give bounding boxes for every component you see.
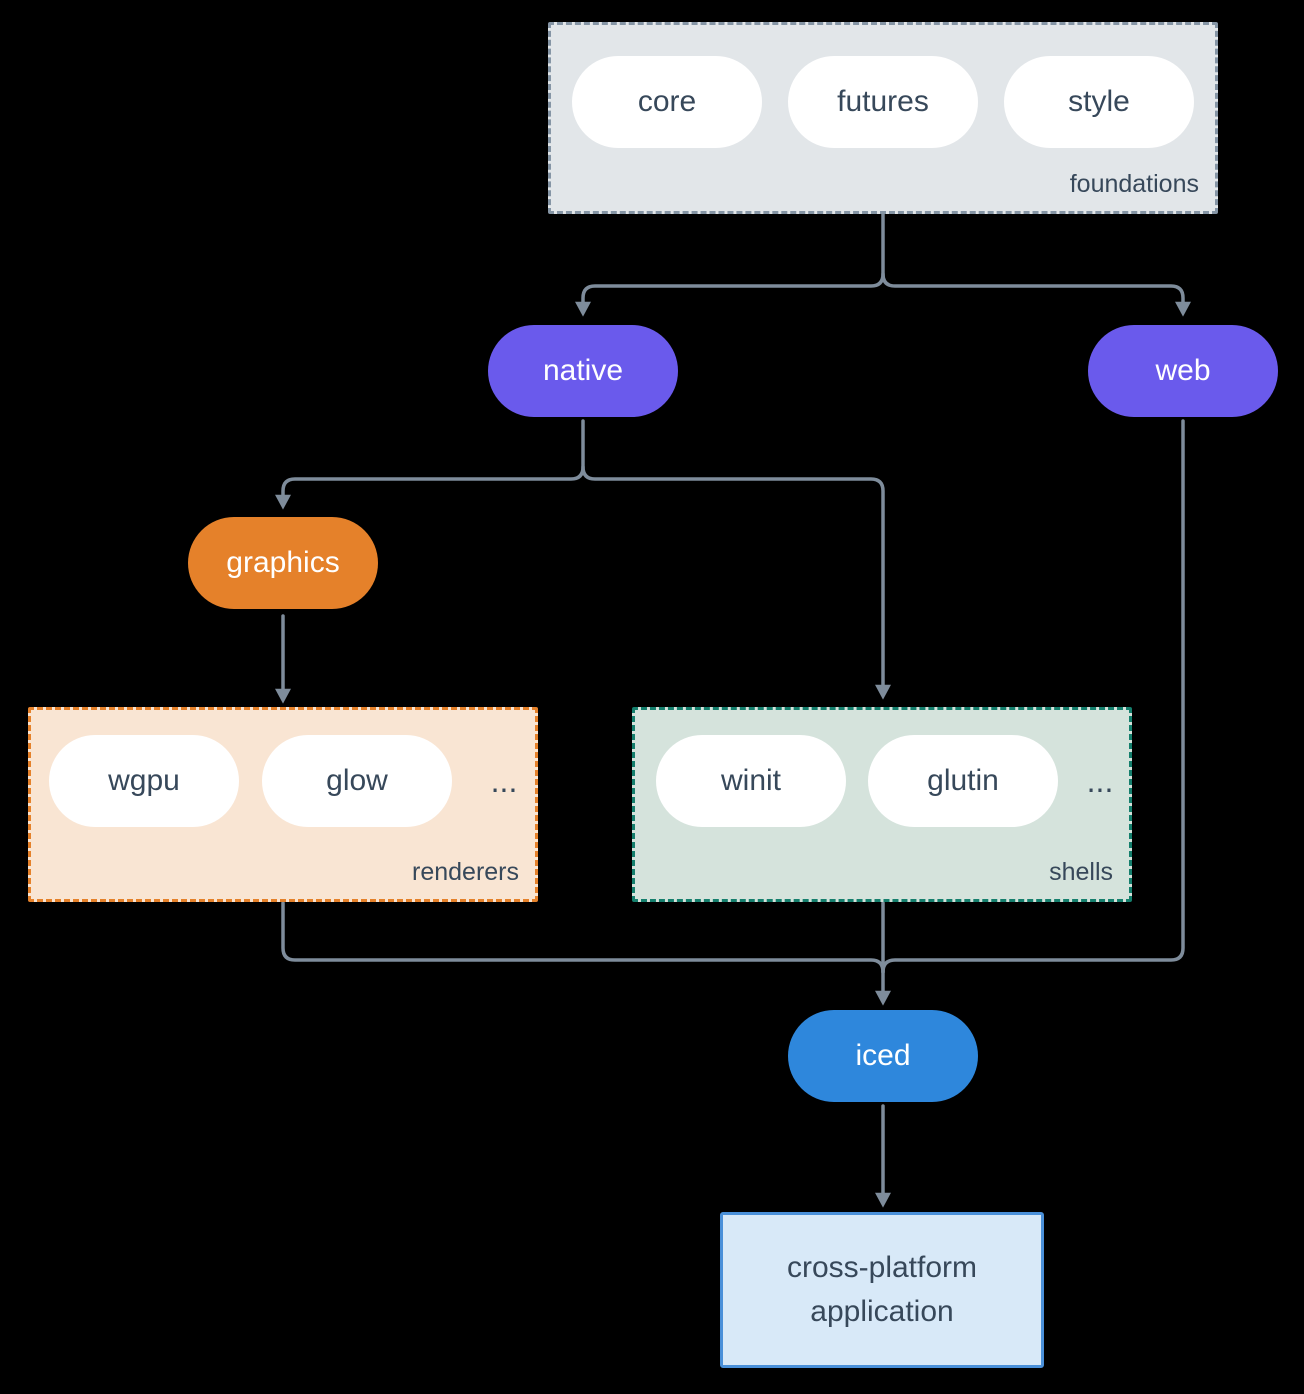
edge-native-graphics [275,419,585,510]
pill-style-label: style [1068,85,1130,118]
application-label-line1: cross-platform [786,1251,978,1284]
renderers-ellipsis: ... [490,762,518,799]
pill-futures-label: futures [837,85,929,118]
pill-futures: futures [788,56,978,148]
pill-style: style [1004,56,1194,148]
edge-foundations-native [575,212,885,317]
application-box: cross-platform application [720,1212,1044,1368]
foundations-group: core futures style foundations [548,22,1218,214]
pill-web-label: web [1155,354,1211,387]
pill-wgpu-label: wgpu [108,764,180,797]
shells-group-label: shells [1049,858,1113,886]
renderers-group: wgpu glow ... renderers [28,707,538,902]
pill-core: core [572,56,762,148]
pill-winit-label: winit [720,764,781,797]
edge-renderers-merge [281,901,885,974]
pill-native-label: native [542,354,624,387]
edge-foundations-web [881,272,1191,317]
pill-iced-label: iced [855,1039,911,1072]
pill-graphics: graphics [188,517,378,609]
pill-wgpu: wgpu [49,735,239,827]
pill-core-label: core [637,85,697,118]
shells-ellipsis: ... [1086,762,1114,799]
pill-web: web [1088,325,1278,417]
pill-glow: glow [262,735,452,827]
application-label-line2: application [810,1295,954,1328]
shells-group: winit glutin ... shells [632,707,1132,902]
pill-winit: winit [656,735,846,827]
pill-graphics-label: graphics [226,546,340,579]
edge-native-shells [581,465,891,700]
pill-native: native [488,325,678,417]
pill-glow-label: glow [326,764,388,797]
pill-glutin: glutin [868,735,1058,827]
foundations-group-label: foundations [1069,170,1199,198]
pill-glutin-label: glutin [927,764,999,797]
pill-iced: iced [788,1010,978,1102]
renderers-group-label: renderers [412,858,519,886]
